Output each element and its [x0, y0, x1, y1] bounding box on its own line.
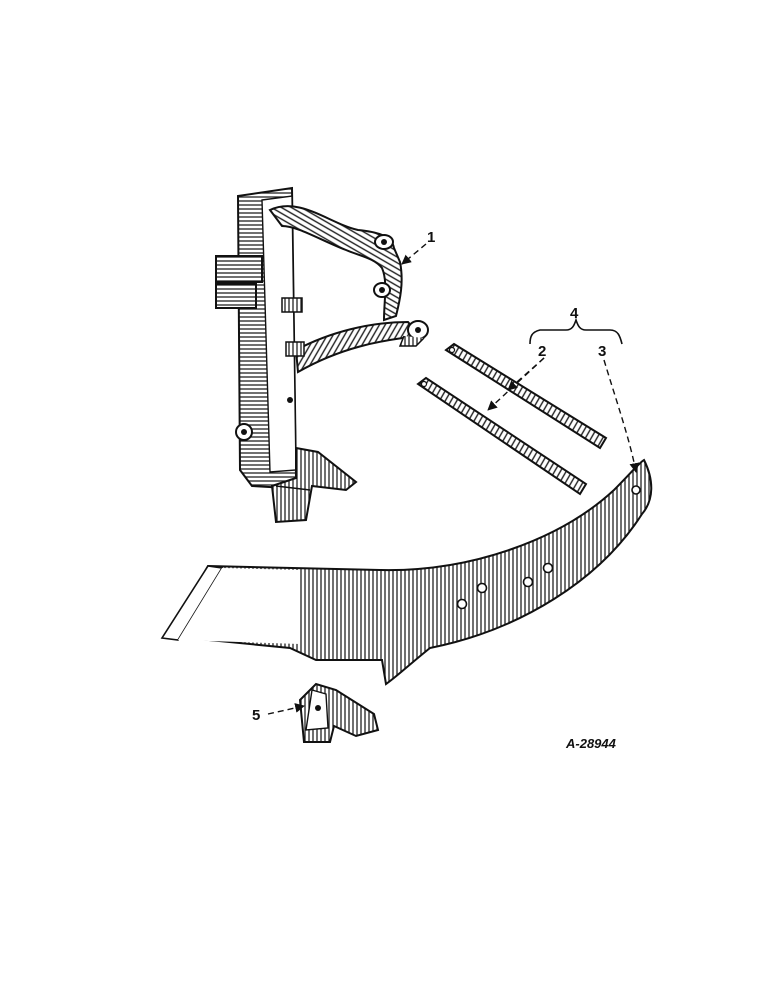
moldboard-hole [631, 485, 641, 495]
leader-3 [603, 359, 640, 473]
strip-lower [416, 376, 588, 496]
callout-2: 2 [538, 343, 546, 360]
callout-5: 5 [252, 707, 260, 724]
bracket-part [298, 682, 380, 743]
frame-brace [294, 320, 423, 374]
frame-clamp-upper [215, 255, 263, 283]
frame-foot [270, 446, 358, 524]
frame-clamp-lower [215, 283, 257, 309]
callout-3: 3 [598, 343, 606, 360]
leader-5 [267, 703, 305, 715]
strip-upper [444, 342, 608, 450]
callout-1: 1 [427, 229, 435, 246]
strip-parts [416, 342, 608, 496]
frame-arch [268, 205, 403, 322]
callout-lines [267, 243, 640, 715]
callout-4: 4 [570, 305, 579, 322]
moldboard-hole [456, 598, 468, 610]
moldboard-hole [476, 582, 488, 594]
reference-code: A-28944 [565, 736, 617, 751]
frame-part [215, 186, 429, 524]
moldboard-part [160, 458, 653, 686]
moldboard-hole [522, 576, 534, 588]
moldboard-hole [542, 562, 554, 574]
leader-2b [487, 357, 545, 411]
assembly-brace [529, 317, 623, 345]
leader-1 [401, 243, 427, 265]
